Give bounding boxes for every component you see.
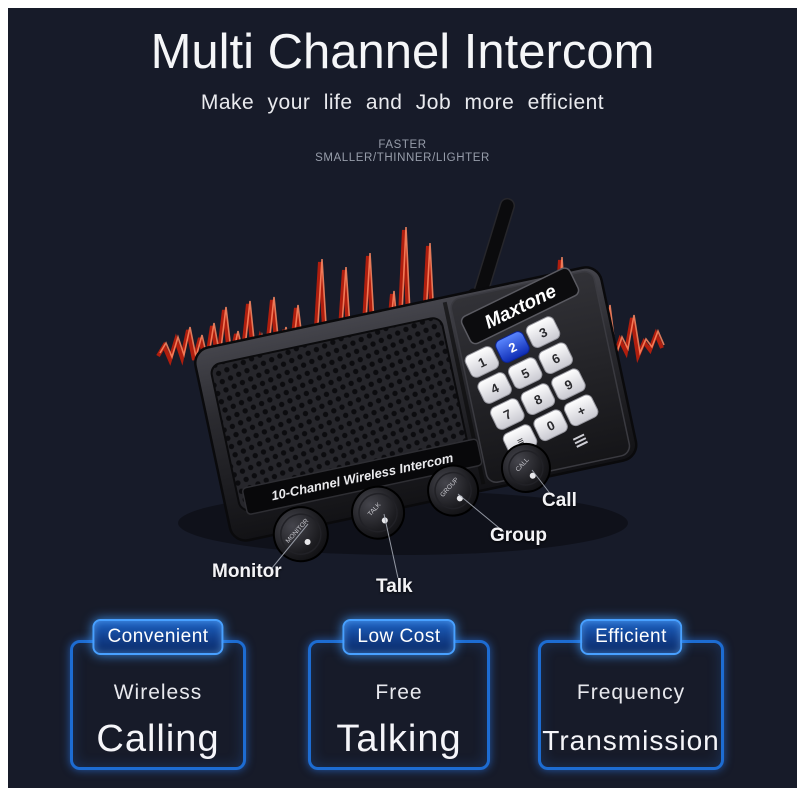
callout-lines <box>271 469 553 579</box>
feature-line1: Frequency <box>576 681 686 704</box>
feature-tag-low-cost: Low Cost <box>342 619 456 655</box>
key-2-active <box>495 331 530 363</box>
feature-line2: Calling <box>96 718 220 760</box>
feature-line2: Talking <box>336 718 462 760</box>
feature-box-efficient: Efficient Frequency Transmission <box>538 619 724 770</box>
feature-box-convenient: Convenient Wireless Calling <box>70 619 246 770</box>
feature-line2: Transmission <box>542 725 720 756</box>
feature-box-low-cost: Low Cost Free Talking <box>308 619 490 770</box>
intercom-device: Maxtone 1 2 3 4 5 6 7 <box>194 266 638 563</box>
control-knobs: MONITOR TALK GROUP CALL <box>272 442 551 563</box>
tagline-line2: SMALLER/THINNER/LIGHTER <box>315 151 490 164</box>
feature-tag-convenient: Convenient <box>92 619 224 655</box>
feature-line1: Wireless <box>113 681 203 704</box>
feature-tag-efficient: Efficient <box>580 619 682 655</box>
feature-line1: Free <box>375 681 423 704</box>
tagline-line1: FASTER <box>378 139 427 151</box>
callout-talk: Talk <box>376 576 413 597</box>
intercom-scene: Maxtone 1 2 3 4 5 6 7 <box>156 197 665 579</box>
page-title: Multi Channel Intercom <box>150 25 655 79</box>
key-scan: ≡ <box>515 435 526 449</box>
tagline: FASTER SMALLER/THINNER/LIGHTER <box>8 139 797 164</box>
callout-group: Group <box>490 525 547 546</box>
callout-call: Call <box>542 490 577 511</box>
dark-canvas: Multi Channel Intercom Make your life an… <box>8 8 797 788</box>
callout-monitor: Monitor <box>212 561 282 582</box>
page-subtitle: Make your life and Job more efficient <box>200 91 605 114</box>
